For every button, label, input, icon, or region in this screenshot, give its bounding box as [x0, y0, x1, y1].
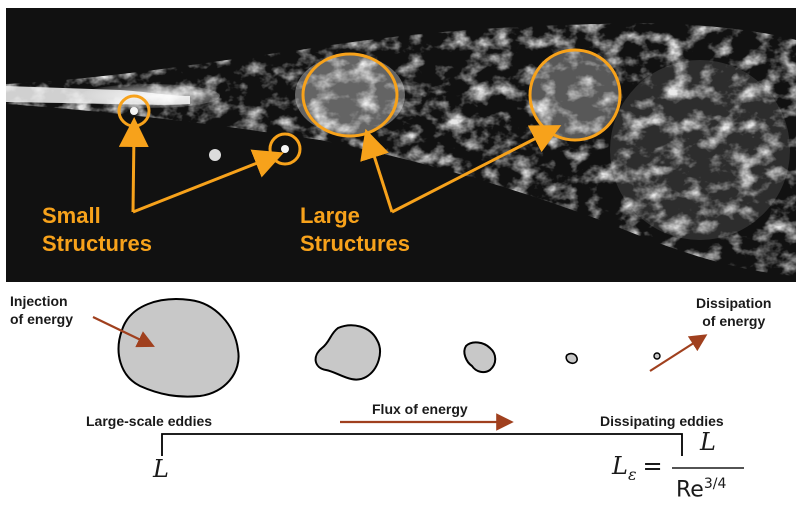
dissipating-eddies-label: Dissipating eddies — [600, 413, 724, 429]
large-structures-label: Large Structures — [300, 202, 410, 258]
dissipation-scale-symbol: L — [612, 452, 628, 480]
large-arrow-2 — [391, 125, 562, 214]
small-structures-label-line1: Small — [42, 203, 101, 228]
cascade-arrows — [92, 316, 708, 431]
reynolds-exponent: 3/4 — [703, 476, 727, 492]
scale-bracket — [161, 433, 683, 456]
equals-sign: = — [642, 452, 663, 480]
fraction-numerator: L — [700, 428, 716, 456]
injection-label: Injection of energy — [10, 292, 73, 328]
fraction-denominator: Re3/4 — [676, 476, 726, 502]
large-structures-label-line2: Structures — [300, 231, 411, 256]
small-arrow-1 — [118, 117, 149, 213]
small-structures-label-line2: Structures — [42, 231, 153, 256]
large-structures-label-line1: Large — [300, 203, 360, 228]
photo-annotation-arrows — [118, 117, 562, 214]
large-structure-circles — [301, 48, 622, 142]
dissipation-scale-subscript: ε — [627, 465, 637, 484]
flux-of-energy-label: Flux of energy — [372, 401, 468, 417]
injection-arrow — [92, 316, 155, 348]
dissipating-eddy — [653, 352, 661, 360]
large-scale-eddy — [117, 298, 240, 398]
eddy-cascade — [117, 298, 661, 398]
reynolds-number: Re — [676, 477, 704, 503]
large-structure-circle-2 — [528, 48, 622, 142]
dissipation-label-line2: of energy — [702, 313, 766, 329]
small-structure-circle-2 — [268, 132, 302, 166]
large-arrow-1 — [360, 128, 394, 213]
dissipation-arrow — [649, 334, 708, 372]
dissipation-scale-formula: Lε = — [612, 452, 669, 484]
small-structures-label: Small Structures — [42, 202, 152, 258]
tiny-eddy — [565, 352, 578, 365]
dissipation-label-line1: Dissipation — [696, 295, 772, 311]
medium-eddy — [314, 324, 381, 381]
large-scale-symbol: L — [153, 455, 169, 483]
fraction-bar — [672, 467, 744, 469]
large-structure-circle-1 — [301, 52, 399, 138]
large-scale-eddies-label: Large-scale eddies — [86, 413, 213, 429]
injection-label-line1: Injection — [10, 293, 68, 309]
dissipation-label: Dissipation of energy — [696, 294, 771, 330]
small-eddy — [463, 341, 497, 374]
small-arrow-2 — [132, 149, 284, 214]
injection-label-line2: of energy — [10, 311, 74, 327]
jet-photo — [6, 8, 796, 282]
